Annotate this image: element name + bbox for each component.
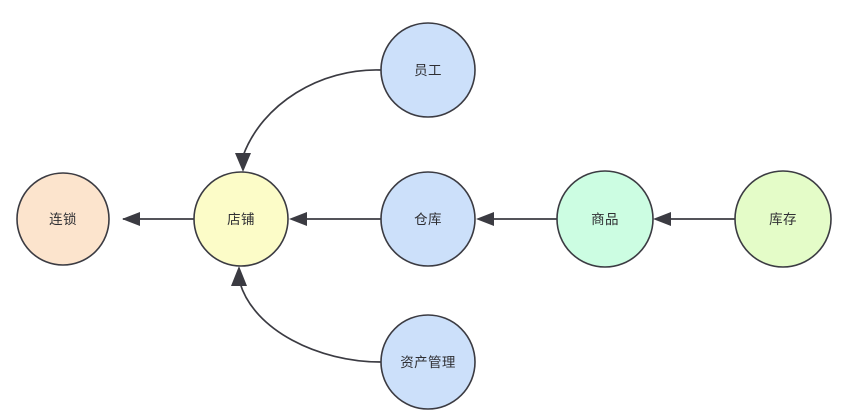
edge-curve [242,69,382,157]
edge-layer [122,69,735,363]
arrowhead-icon [231,266,247,286]
node-label: 库存 [769,212,797,228]
node-label: 店铺 [227,212,255,228]
edge-warehouse-to-store[interactable] [289,212,381,226]
edge-employee-to-store[interactable] [235,69,382,172]
node-shape [380,314,476,410]
node-shape [380,171,476,267]
node-store[interactable]: 店铺 [193,171,289,267]
node-asset[interactable]: 资产管理 [380,314,476,410]
node-shape [734,170,832,268]
node-shape [380,22,476,118]
node-shape [193,171,289,267]
node-layer: 连锁 店铺 员工 仓库 商品 库存 [16,22,832,410]
node-employee[interactable]: 员工 [380,22,476,118]
edge-store-to-chain[interactable] [122,212,194,226]
node-shape [556,170,654,268]
arrowhead-icon [476,212,494,226]
node-inventory[interactable]: 库存 [734,170,832,268]
arrowhead-icon [653,212,671,226]
arrowhead-icon [235,153,251,172]
node-label: 商品 [591,212,619,228]
node-label: 连锁 [49,212,77,228]
edge-inventory-to-goods[interactable] [653,212,735,226]
edge-asset-to-store[interactable] [231,266,382,363]
arrowhead-icon [122,212,140,226]
node-shape [16,172,110,266]
edge-goods-to-warehouse[interactable] [476,212,557,226]
node-label: 资产管理 [400,355,456,371]
edge-curve [239,282,382,363]
node-chain[interactable]: 连锁 [16,172,110,266]
node-goods[interactable]: 商品 [556,170,654,268]
node-label: 仓库 [414,212,442,228]
node-warehouse[interactable]: 仓库 [380,171,476,267]
arrowhead-icon [289,212,307,226]
node-label: 员工 [414,63,442,79]
